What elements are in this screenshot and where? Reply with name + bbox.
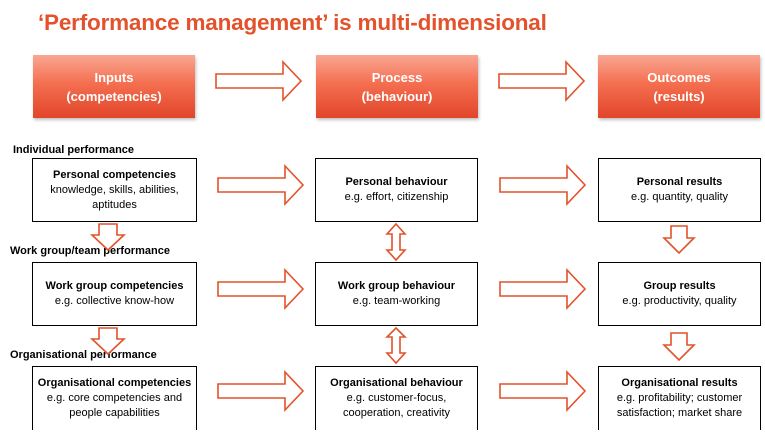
header-inputs-line1: Inputs <box>94 69 134 85</box>
box-title: Work group behaviour <box>337 280 456 292</box>
box-title: Group results <box>643 280 716 292</box>
slide-title: ‘Performance management’ is multi-dimens… <box>38 10 547 35</box>
box-personal-behaviour: Personal behaviour e.g. effort, citizens… <box>315 158 478 222</box>
arrow-down-icon <box>89 223 127 252</box>
double-arrow-icon <box>385 326 407 365</box>
box-organisational-behaviour: Organisational behaviour e.g. customer-f… <box>315 366 478 430</box>
box-work-group-behaviour: Work group behaviour e.g. team-working <box>315 262 478 326</box>
box-detail: e.g. core competencies and people capabi… <box>46 392 183 419</box>
box-detail: e.g. profitability; customer satisfactio… <box>616 392 743 419</box>
header-process-line2: (behaviour) <box>361 88 433 104</box>
header-outcomes-line2: (results) <box>653 88 705 104</box>
header-outcomes-line1: Outcomes <box>647 69 711 85</box>
box-organisational-competencies: Organisational competencies e.g. core co… <box>32 366 197 430</box>
box-title: Personal competencies <box>53 168 176 181</box>
label-group-performance: Work group/team performance <box>10 245 170 257</box>
double-arrow-icon <box>385 222 407 262</box>
arrow-right-icon <box>217 163 305 207</box>
box-detail: e.g. team-working <box>352 295 441 307</box>
arrow-right-icon <box>498 59 586 103</box>
label-organisational-performance: Organisational performance <box>10 349 157 361</box>
header-inputs-line2: (competencies) <box>66 88 162 104</box>
header-process: Process (behaviour) <box>316 55 478 118</box>
box-detail: e.g. productivity, quality <box>622 295 737 307</box>
arrow-right-icon <box>499 267 587 311</box>
box-organisational-results: Organisational results e.g. profitabilit… <box>598 366 761 430</box>
box-group-results: Group results e.g. productivity, quality <box>598 262 761 326</box>
box-personal-results: Personal results e.g. quantity, quality <box>598 158 761 222</box>
box-title: Organisational behaviour <box>330 377 463 389</box>
label-individual-performance: Individual performance <box>13 144 135 156</box>
box-personal-competencies: Personal competencies knowledge, skills,… <box>32 158 197 222</box>
box-detail: e.g. customer-focus, cooperation, creati… <box>343 392 450 419</box>
box-detail: e.g. effort, citizenship <box>344 191 449 203</box>
arrow-right-icon <box>217 369 305 413</box>
arrow-right-icon <box>499 369 587 413</box>
arrow-right-icon <box>217 267 305 311</box>
arrow-right-icon <box>215 59 303 103</box>
box-work-group-competencies: Work group competencies e.g. collective … <box>32 262 197 326</box>
box-detail: e.g. quantity, quality <box>630 191 729 203</box>
box-title: Personal results <box>636 176 723 188</box>
arrow-right-icon <box>499 163 587 207</box>
arrow-down-icon <box>662 332 696 362</box>
arrow-down-icon <box>662 225 696 255</box>
header-outcomes: Outcomes (results) <box>598 55 760 118</box>
box-title: Organisational competencies <box>37 377 192 389</box>
header-inputs: Inputs (competencies) <box>33 55 195 118</box>
box-title: Organisational results <box>621 377 738 389</box>
box-detail: e.g. collective know-how <box>54 295 175 307</box>
box-detail: knowledge, skills, abilities, aptitudes <box>50 183 179 211</box>
header-process-line1: Process <box>371 69 423 85</box>
box-title: Personal behaviour <box>345 176 448 188</box>
arrow-down-icon <box>89 327 127 356</box>
box-title: Work group competencies <box>45 280 184 292</box>
